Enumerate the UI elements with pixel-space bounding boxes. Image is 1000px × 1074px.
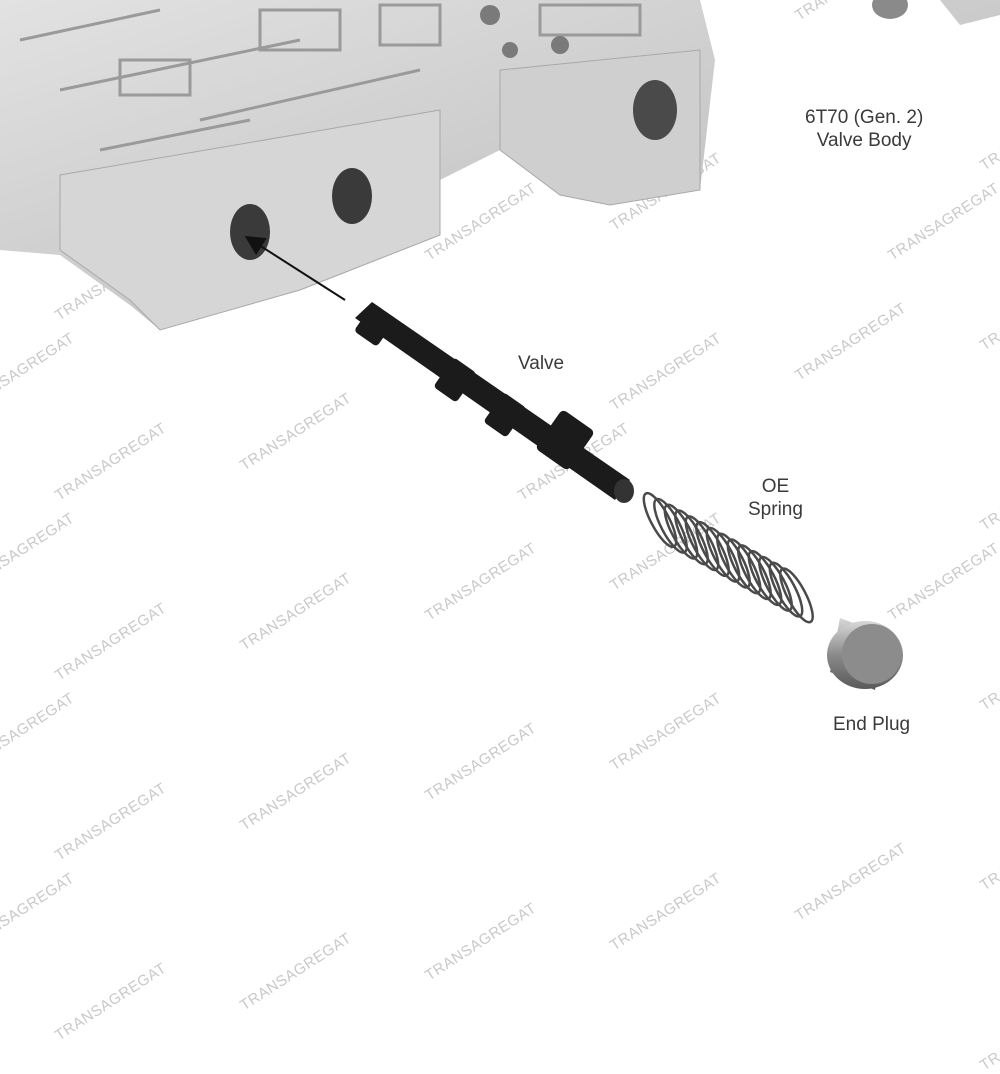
valve-label: Valve — [518, 353, 565, 374]
spring-image — [642, 491, 814, 624]
valve-body-image — [0, 0, 1000, 331]
spring-label: OE Spring — [748, 475, 803, 521]
valve-body-label-line2: Valve Body — [816, 130, 912, 151]
valve-image — [355, 302, 634, 503]
spring-coil — [779, 567, 814, 624]
spring-label-line2: Spring — [748, 499, 803, 520]
watermark-text: TRANSAGREGAT — [977, 989, 1000, 1074]
end-plug-image — [827, 618, 903, 690]
valve-body-label: 6T70 (Gen. 2) Valve Body — [805, 106, 923, 152]
valve-body-label-line1: 6T70 (Gen. 2) — [805, 107, 924, 128]
end-plug-label: End Plug — [833, 714, 911, 735]
insertion-arrow — [244, 235, 346, 301]
exploded-diagram — [0, 0, 1000, 690]
spring-label-line1: OE — [761, 476, 790, 497]
